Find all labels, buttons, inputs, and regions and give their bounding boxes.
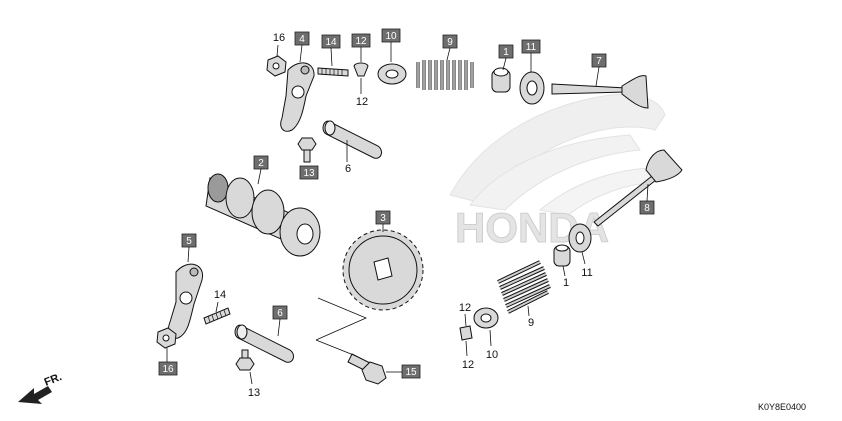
callout-9-top: 9 <box>442 34 458 49</box>
stem-seal-lower <box>553 244 571 267</box>
bolt-lower <box>235 349 255 371</box>
adjust-screw-upper <box>317 67 349 77</box>
callout-6-top: 6 <box>345 163 351 175</box>
callout-11-lower: 11 <box>581 267 592 279</box>
svg-text:8: 8 <box>644 203 650 214</box>
rocker-shaft-lower <box>234 324 294 363</box>
callout-14-lower: 14 <box>214 289 226 301</box>
callout-1-lower: 1 <box>563 277 569 289</box>
sprocket-bolt <box>347 353 387 385</box>
direction-label: FR. <box>43 371 64 389</box>
svg-text:1: 1 <box>563 277 569 289</box>
svg-text:4: 4 <box>299 34 305 45</box>
valve-spring-lower <box>497 260 551 314</box>
adjust-screw-lower <box>203 307 231 325</box>
callout-1-top: 1 <box>498 44 514 59</box>
diagram-code: K0Y8E0400 <box>758 402 806 412</box>
svg-text:11: 11 <box>526 42 537 53</box>
svg-text:9: 9 <box>528 317 534 329</box>
brand-watermark: HONDA <box>449 93 666 252</box>
nut-part-top <box>266 55 287 77</box>
front-direction-arrow: FR. <box>18 371 64 404</box>
svg-text:16: 16 <box>162 364 174 375</box>
exhaust-valve <box>593 149 683 227</box>
callout-14-top: 14 <box>321 34 341 49</box>
svg-text:5: 5 <box>186 236 192 247</box>
callout-16-lower: 16 <box>158 361 178 376</box>
svg-text:3: 3 <box>380 213 386 224</box>
spring-retainer-upper <box>377 63 407 85</box>
rocker-arm-upper <box>280 62 315 132</box>
callout-4: 4 <box>294 31 310 46</box>
svg-text:13: 13 <box>248 387 260 399</box>
spring-retainer-lower <box>473 307 499 329</box>
svg-text:12: 12 <box>459 302 471 314</box>
cam-sprocket <box>342 229 424 311</box>
callout-16-top: 16 <box>273 32 285 44</box>
svg-text:1: 1 <box>503 47 509 58</box>
callout-8: 8 <box>639 200 655 215</box>
callout-5: 5 <box>181 233 197 248</box>
svg-text:12: 12 <box>355 36 367 47</box>
spring-seat-lower <box>568 223 592 253</box>
svg-text:7: 7 <box>596 56 602 67</box>
svg-text:14: 14 <box>214 289 226 301</box>
intake-valve <box>551 75 649 109</box>
callout-11-top: 11 <box>521 39 541 54</box>
svg-text:12: 12 <box>462 359 474 371</box>
svg-text:6: 6 <box>277 308 283 319</box>
svg-text:15: 15 <box>405 367 417 378</box>
svg-text:10: 10 <box>486 349 498 361</box>
svg-text:14: 14 <box>325 37 337 48</box>
callout-12-box-top: 12 <box>351 33 371 48</box>
rocker-arm-lower <box>167 263 204 339</box>
svg-text:16: 16 <box>273 32 285 44</box>
callout-10-top: 10 <box>381 28 401 43</box>
callout-7: 7 <box>591 53 607 68</box>
spring-seat-upper <box>519 71 545 105</box>
callout-3: 3 <box>375 210 391 225</box>
valve-cotter-upper <box>353 62 369 77</box>
svg-text:12: 12 <box>356 96 368 108</box>
svg-text:13: 13 <box>303 168 315 179</box>
nut-part-lower <box>156 327 177 349</box>
callout-12-lower-top: 12 <box>459 302 471 314</box>
callout-9-lower: 9 <box>528 317 534 329</box>
svg-text:6: 6 <box>345 163 351 175</box>
callout-13-top: 13 <box>299 165 319 180</box>
camshaft <box>205 173 321 257</box>
svg-text:10: 10 <box>385 31 397 42</box>
bolt-upper <box>297 137 317 163</box>
callout-12-top: 12 <box>356 96 368 108</box>
stem-seal-upper <box>491 67 511 93</box>
svg-text:2: 2 <box>258 158 264 169</box>
callout-15: 15 <box>401 364 421 379</box>
callout-13-lower: 13 <box>248 387 260 399</box>
callout-2: 2 <box>253 155 269 170</box>
svg-text:9: 9 <box>447 37 453 48</box>
rocker-shaft-upper <box>322 120 382 159</box>
callout-6-lower: 6 <box>272 305 288 320</box>
valve-cotter-lower <box>459 325 473 341</box>
callout-10-lower: 10 <box>486 349 498 361</box>
valve-spring-upper <box>416 60 474 90</box>
callout-12-lower-bottom: 12 <box>462 359 474 371</box>
svg-text:11: 11 <box>581 267 592 279</box>
